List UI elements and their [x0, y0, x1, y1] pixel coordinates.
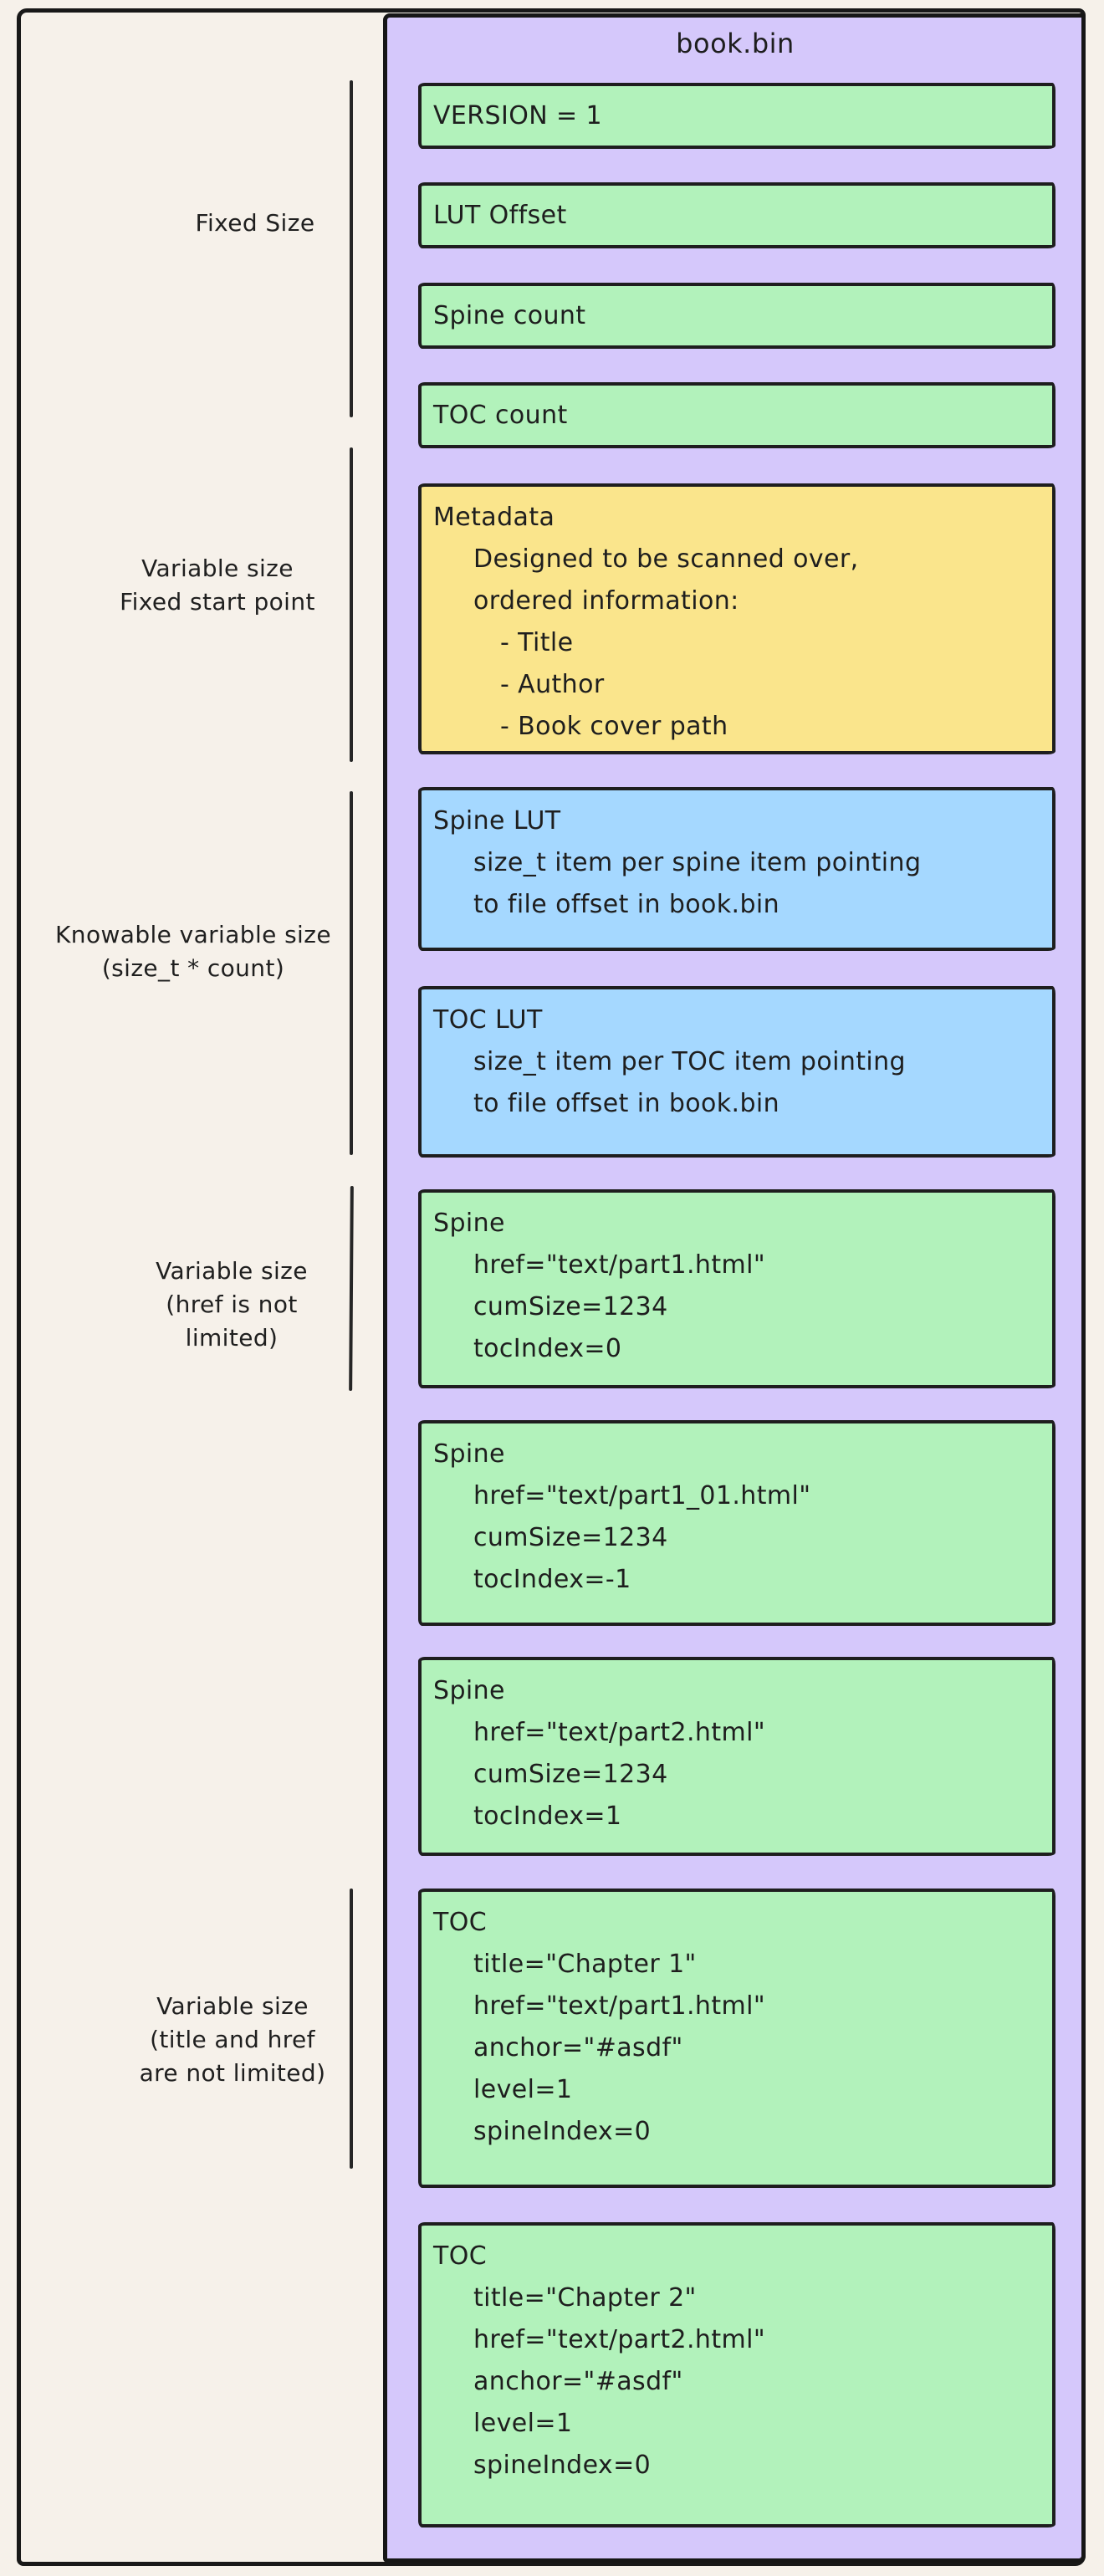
block-toc-count: TOC count: [418, 382, 1055, 448]
block-line: VERSION = 1: [433, 100, 602, 130]
label-line: Fixed start point: [120, 588, 315, 616]
label-line: (href is not: [166, 1291, 298, 1318]
block-line: href="text/part2.html": [473, 2325, 766, 2354]
label-line: Variable size: [141, 555, 294, 582]
block-spine-record-2: Spine href="text/part1_01.html" cumSize=…: [418, 1420, 1055, 1626]
file-title: book.bin: [676, 28, 795, 59]
block-line: Spine LUT: [433, 806, 561, 836]
label-line: Fixed Size: [195, 209, 315, 237]
block-line: href="text/part2.html": [473, 1718, 766, 1747]
block-line: cumSize=1234: [473, 1292, 668, 1321]
block-spine-lut: Spine LUT size_t item per spine item poi…: [418, 787, 1055, 951]
block-line: Spine: [433, 1209, 505, 1238]
block-line: TOC LUT: [433, 1005, 543, 1035]
section-label-variable-fixed-start: Variable size Fixed start point: [92, 552, 343, 619]
block-line: ordered information:: [473, 586, 739, 616]
block-lut-offset: LUT Offset: [418, 182, 1055, 248]
block-line: tocIndex=0: [473, 1334, 622, 1363]
block-line: href="text/part1_01.html": [473, 1481, 811, 1510]
bracket-knowable-variable: [350, 791, 353, 1155]
block-spine-count: Spine count: [418, 283, 1055, 349]
block-toc-record-1: TOC title="Chapter 1" href="text/part1.h…: [418, 1889, 1055, 2188]
block-line: title="Chapter 1": [473, 1950, 697, 1979]
section-label-variable-title-href: Variable size (title and href are not li…: [86, 1990, 379, 2090]
block-line: size_t item per TOC item pointing: [473, 1047, 906, 1076]
label-line: limited): [185, 1324, 279, 1352]
block-version: VERSION = 1: [418, 83, 1055, 149]
block-line: Spine: [433, 1676, 505, 1705]
bracket-variable-title-href: [350, 1889, 353, 2169]
section-label-fixed-size: Fixed Size: [155, 207, 355, 240]
block-line: href="text/part1.html": [473, 1250, 766, 1280]
block-metadata: Metadata Designed to be scanned over, or…: [418, 483, 1055, 754]
block-line: anchor="#asdf": [473, 2367, 683, 2396]
block-line: title="Chapter 2": [473, 2283, 697, 2313]
block-line: - Author: [500, 670, 605, 699]
block-line: TOC count: [433, 400, 568, 430]
label-line: are not limited): [139, 2059, 326, 2087]
block-line: href="text/part1.html": [473, 1991, 766, 2021]
block-line: Metadata: [433, 503, 555, 532]
block-line: spineIndex=0: [473, 2117, 652, 2146]
block-spine-record-3: Spine href="text/part2.html" cumSize=123…: [418, 1657, 1055, 1856]
block-line: TOC: [433, 1908, 488, 1937]
section-label-knowable-variable: Knowable variable size (size_t * count): [43, 918, 344, 985]
block-line: LUT Offset: [433, 200, 567, 230]
block-line: TOC: [433, 2241, 488, 2271]
block-line: cumSize=1234: [473, 1523, 668, 1552]
bracket-fixed-size: [350, 80, 353, 417]
label-line: Variable size: [156, 1257, 308, 1285]
block-line: to file offset in book.bin: [473, 1089, 780, 1118]
block-spine-record-1: Spine href="text/part1.html" cumSize=123…: [418, 1189, 1055, 1388]
label-line: Knowable variable size: [55, 921, 331, 948]
block-line: level=1: [473, 2075, 573, 2104]
block-line: Designed to be scanned over,: [473, 544, 859, 574]
block-line: - Title: [500, 628, 574, 657]
block-toc-record-2: TOC title="Chapter 2" href="text/part2.h…: [418, 2222, 1055, 2527]
label-line: (size_t * count): [101, 954, 285, 982]
label-line: (title and href: [150, 2026, 315, 2053]
bracket-variable-fixed-start: [350, 447, 353, 762]
block-line: anchor="#asdf": [473, 2033, 683, 2062]
block-line: cumSize=1234: [473, 1760, 668, 1789]
block-line: level=1: [473, 2409, 573, 2438]
block-line: tocIndex=1: [473, 1802, 622, 1831]
block-line: Spine count: [433, 300, 586, 330]
block-line: to file offset in book.bin: [473, 890, 780, 919]
label-line: Variable size: [156, 1992, 309, 2020]
block-toc-lut: TOC LUT size_t item per TOC item pointin…: [418, 986, 1055, 1158]
block-line: - Book cover path: [500, 712, 728, 741]
block-line: tocIndex=-1: [473, 1565, 631, 1594]
block-line: Spine: [433, 1439, 505, 1469]
block-line: size_t item per spine item pointing: [473, 848, 922, 877]
section-label-variable-href: Variable size (href is not limited): [106, 1255, 357, 1355]
block-line: spineIndex=0: [473, 2451, 652, 2480]
